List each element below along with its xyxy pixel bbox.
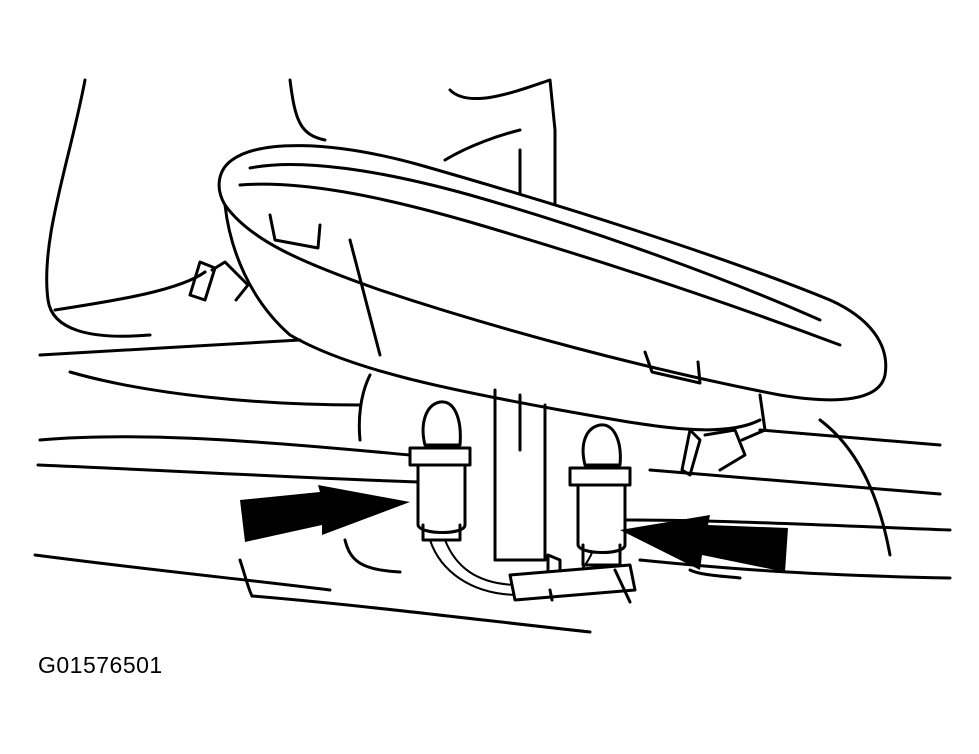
bulb-socket-right [546,423,632,582]
lamp-housing [188,144,888,477]
mounting-bracket [443,78,557,212]
arrow-left-pointing-icon [240,485,410,542]
figure-code: G01576501 [38,652,163,678]
center-post [357,373,547,562]
arrow-right-pointing-icon [620,515,788,572]
dash-panel-outline [33,78,952,634]
connector-block [508,563,637,604]
